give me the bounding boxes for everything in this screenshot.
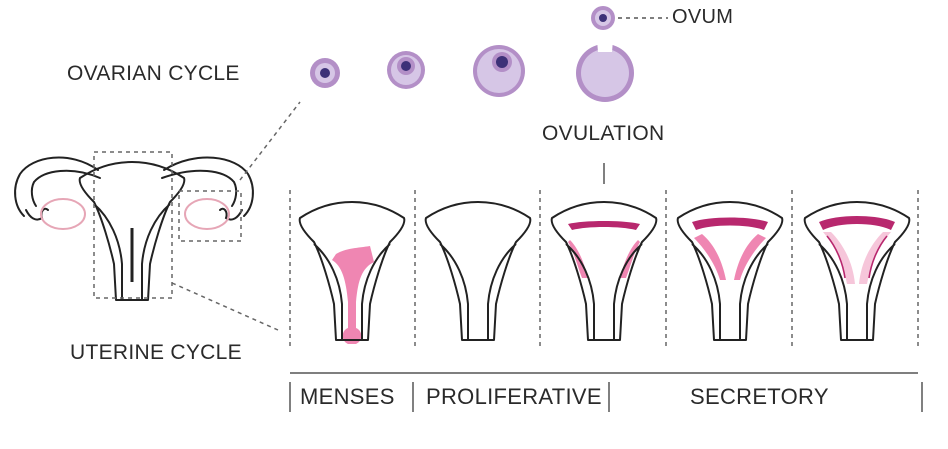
follicle-stage-4-ruptured — [576, 40, 634, 102]
ovum-label: OVUM — [672, 6, 734, 28]
follicle-stage-3 — [473, 45, 525, 97]
stage-separators — [289, 190, 919, 346]
uterus-stage-secretory-1 — [676, 201, 784, 341]
uterus-stage-menses — [298, 201, 406, 344]
ovarian-cycle-label: OVARIAN CYCLE — [67, 62, 240, 85]
left-ovary — [40, 198, 86, 230]
uterus-stage-secretory-2 — [803, 201, 911, 341]
phase-label-proliferative: PROLIFERATIVE — [426, 384, 602, 409]
ovum — [591, 6, 615, 30]
phase-label-secretory: SECRETORY — [690, 384, 829, 409]
phase-timeline — [289, 372, 923, 412]
reproductive-anatomy — [14, 156, 254, 301]
follicle-stage-1 — [310, 58, 340, 88]
uterus-stage-ovulation — [550, 201, 658, 341]
uterine-cycle-label: UTERINE CYCLE — [70, 341, 242, 364]
uterus-stage-proliferative — [424, 201, 532, 341]
follicle-stage-2 — [387, 51, 425, 89]
right-ovary — [184, 198, 230, 230]
ovulation-label: OVULATION — [542, 122, 665, 145]
phase-label-menses: MENSES — [300, 384, 395, 409]
